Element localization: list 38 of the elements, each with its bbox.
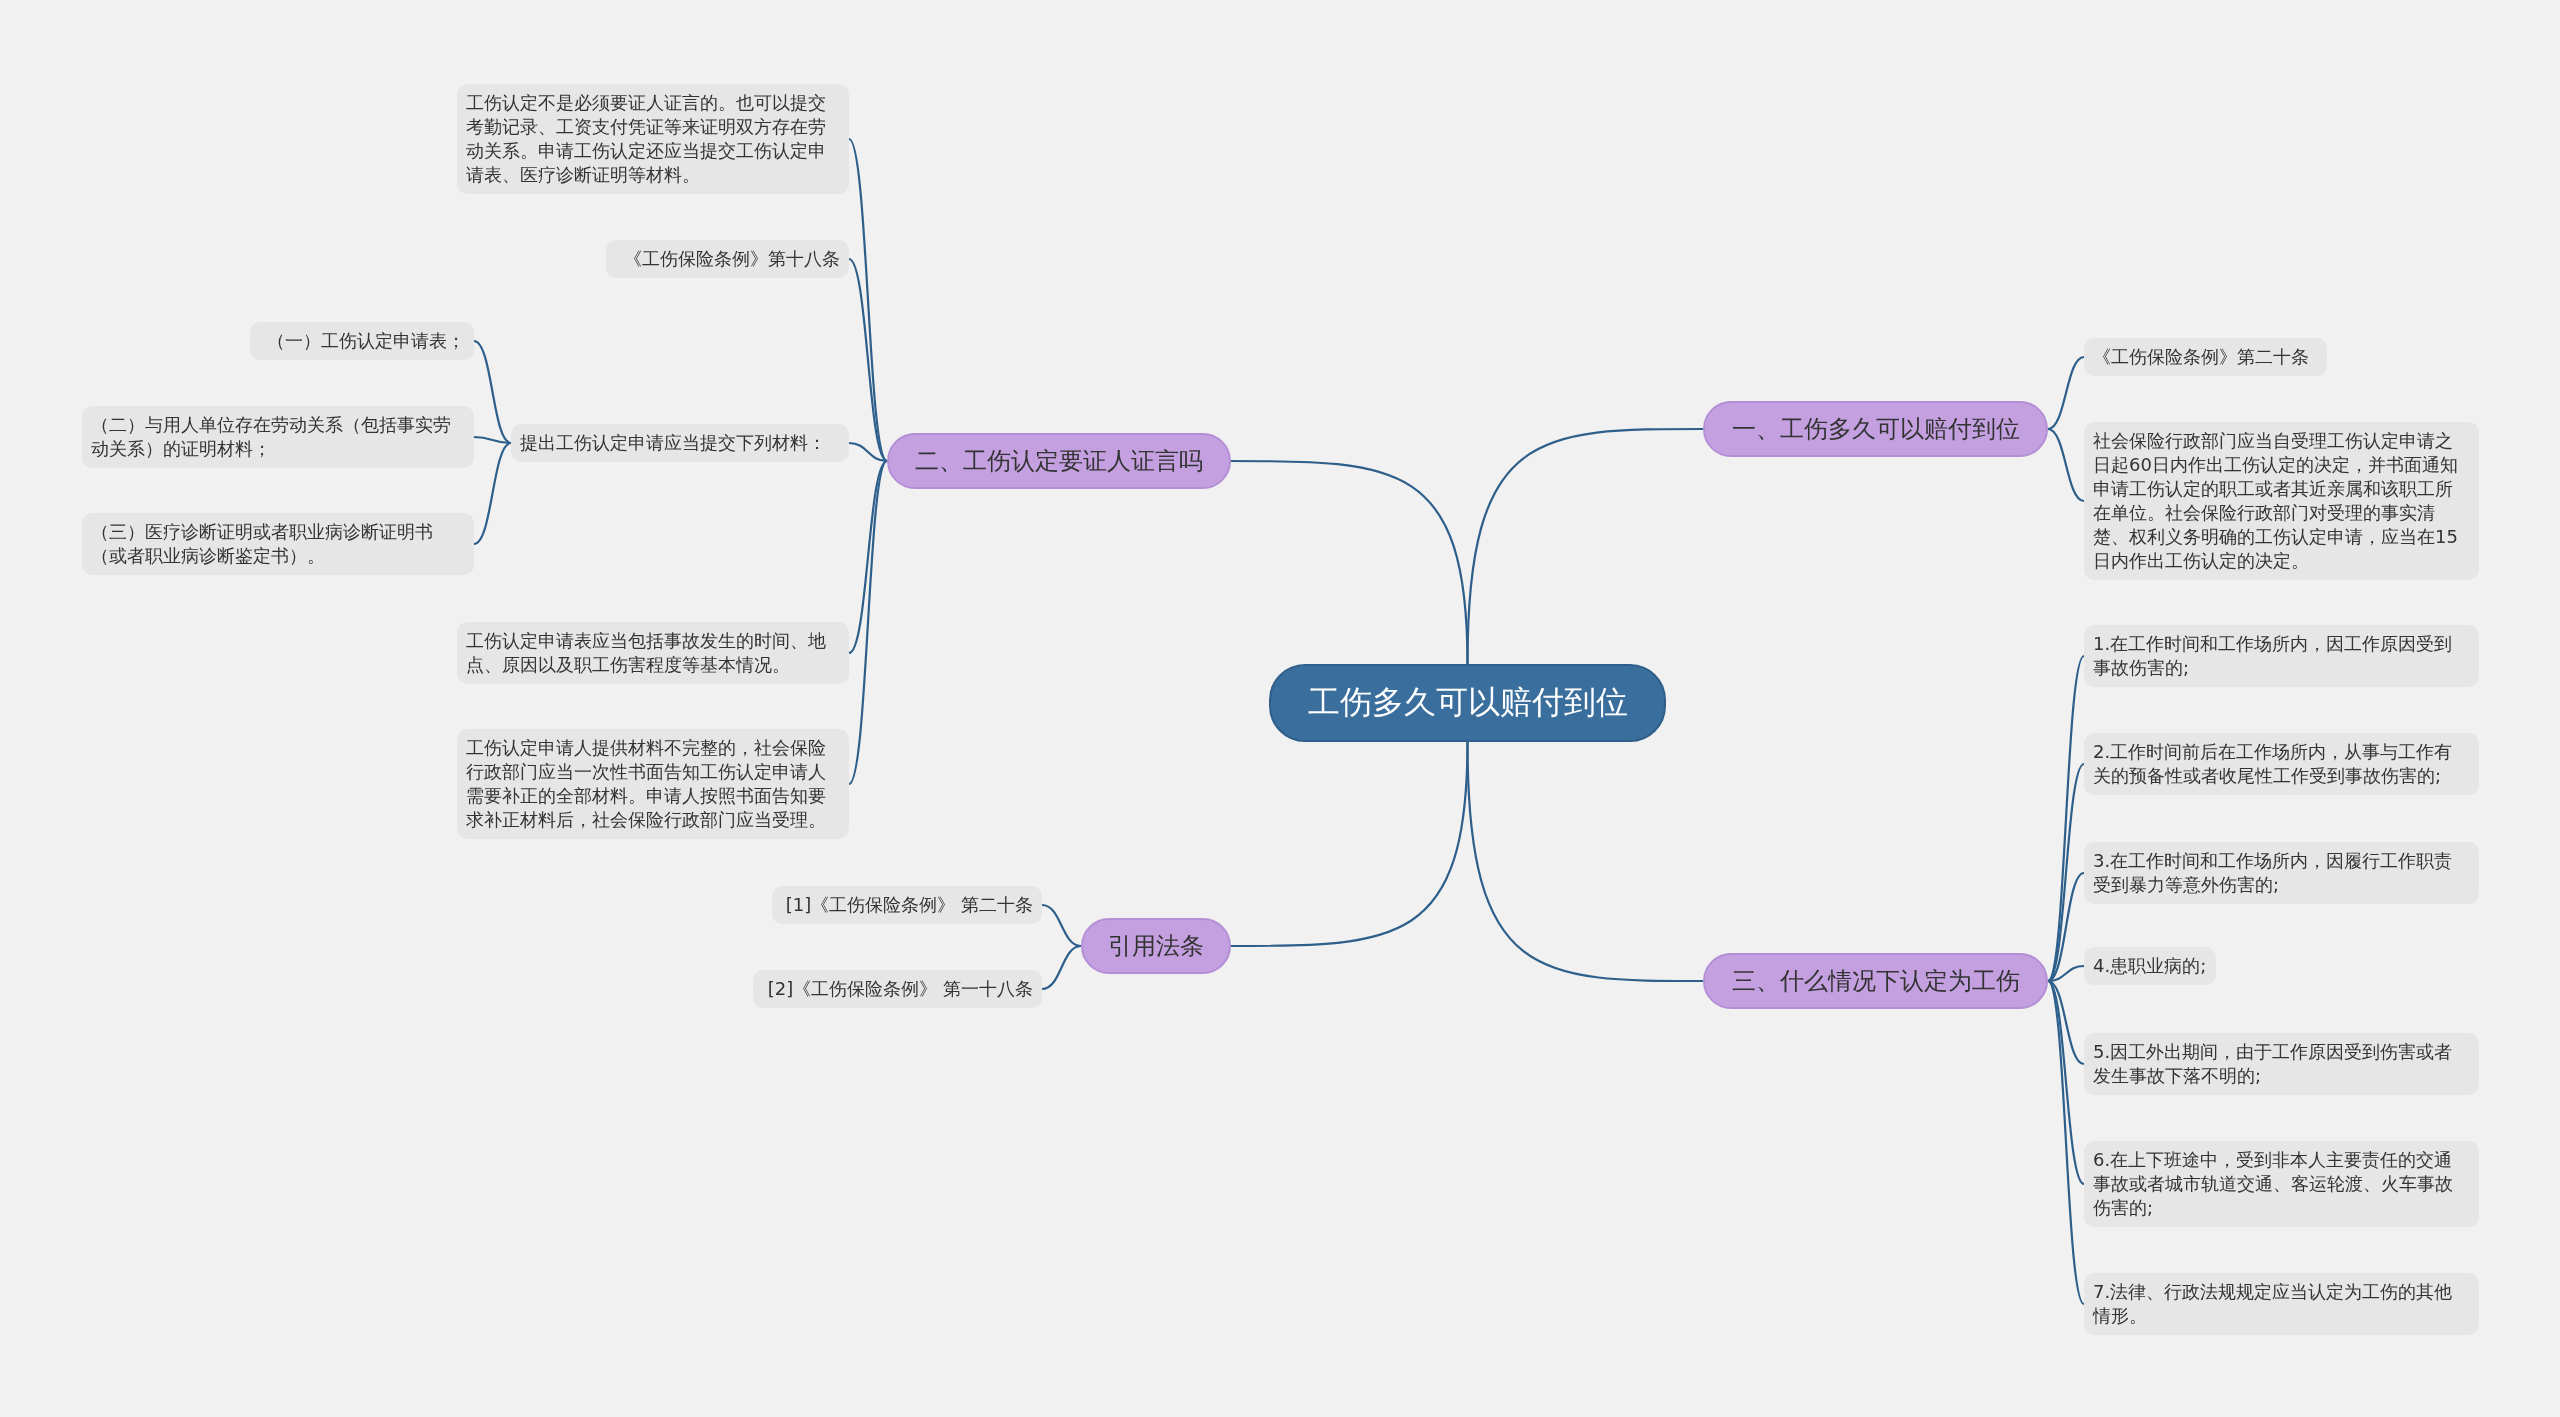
connector-line (1041, 944, 1082, 991)
note-box: 6.在上下班途中，受到非本人主要责任的交通事故或者城市轨道交通、客运轮渡、火车事故伤害的; (2084, 1141, 2479, 1227)
note-box: 《工伤保险条例》第二十条 (2084, 338, 2327, 376)
connector-line (473, 442, 512, 545)
central-topic: 工伤多久可以赔付到位 (1269, 664, 1666, 742)
topic-pill: 一、工伤多久可以赔付到位 (1703, 401, 2048, 457)
connector-line (2047, 763, 2085, 982)
topic-pill: 二、工伤认定要证人证言吗 (887, 433, 1231, 489)
connector-line (473, 435, 512, 445)
note-box: 7.法律、行政法规规定应当认定为工伤的其他情形。 (2084, 1273, 2479, 1335)
connector-line (2047, 355, 2085, 431)
note-box: [1]《工伤保险条例》 第二十条 (772, 886, 1042, 924)
connector-line (848, 441, 888, 463)
topic-pill: 三、什么情况下认定为工伤 (1703, 953, 2048, 1009)
note-box: 3.在工作时间和工作场所内，因履行工作职责受到暴力等意外伤害的; (2084, 842, 2479, 904)
note-box: [2]《工伤保险条例》 第一十八条 (753, 970, 1042, 1008)
connector-line (2047, 980, 2085, 1185)
connector-line (2047, 980, 2085, 1305)
note-box: （三）医疗诊断证明或者职业病诊断证明书（或者职业病诊断鉴定书）。 (82, 513, 474, 575)
connector-line (848, 460, 888, 654)
topic-pill: 引用法条 (1081, 918, 1231, 974)
note-box: 工伤认定申请表应当包括事故发生的时间、地点、原因以及职工伤害程度等基本情况。 (457, 622, 849, 684)
note-box: 提出工伤认定申请应当提交下列材料： (511, 424, 849, 462)
note-box: 1.在工作时间和工作场所内，因工作原因受到事故伤害的; (2084, 625, 2479, 687)
note-box: 5.因工外出期间，由于工作原因受到伤害或者发生事故下落不明的; (2084, 1033, 2479, 1095)
connector-line (848, 460, 888, 785)
connector-line (1231, 459, 1469, 665)
note-box: 工伤认定不是必须要证人证言的。也可以提交考勤记录、工资支付凭证等来证明双方存在劳动关系。申请工伤认定还应当提交工伤认定申请表、医疗诊断证明等材料。 (457, 84, 849, 194)
note-box: 《工伤保险条例》第十八条 (606, 240, 849, 278)
note-box: 社会保险行政部门应当自受理工伤认定申请之日起60日内作出工伤认定的决定，并书面通知申请工伤认定的职工或者其近亲属和该职工所在单位。社会保险行政部门对受理的事实清楚、权利义务明确的工伤认定申请，应当在15日内作出工伤认定的决定。 (2084, 422, 2479, 580)
note-box: 2.工作时间前后在工作场所内，从事与工作有关的预备性或者收尾性工作受到事故伤害的; (2084, 733, 2479, 795)
connector-line (1231, 741, 1469, 948)
note-box: 4.患职业病的; (2084, 947, 2216, 985)
connector-line (473, 340, 512, 444)
note-box: （二）与用人单位存在劳动关系（包括事实劳动关系）的证明材料； (82, 406, 474, 468)
note-box: （一）工伤认定申请表； (250, 322, 474, 360)
note-box: 工伤认定申请人提供材料不完整的，社会保险行政部门应当一次性书面告知工伤认定申请人需要补正的全部材料。申请人按照书面告知要求补正材料后，社会保险行政部门应当受理。 (457, 729, 849, 839)
connector-line (2047, 427, 2085, 503)
